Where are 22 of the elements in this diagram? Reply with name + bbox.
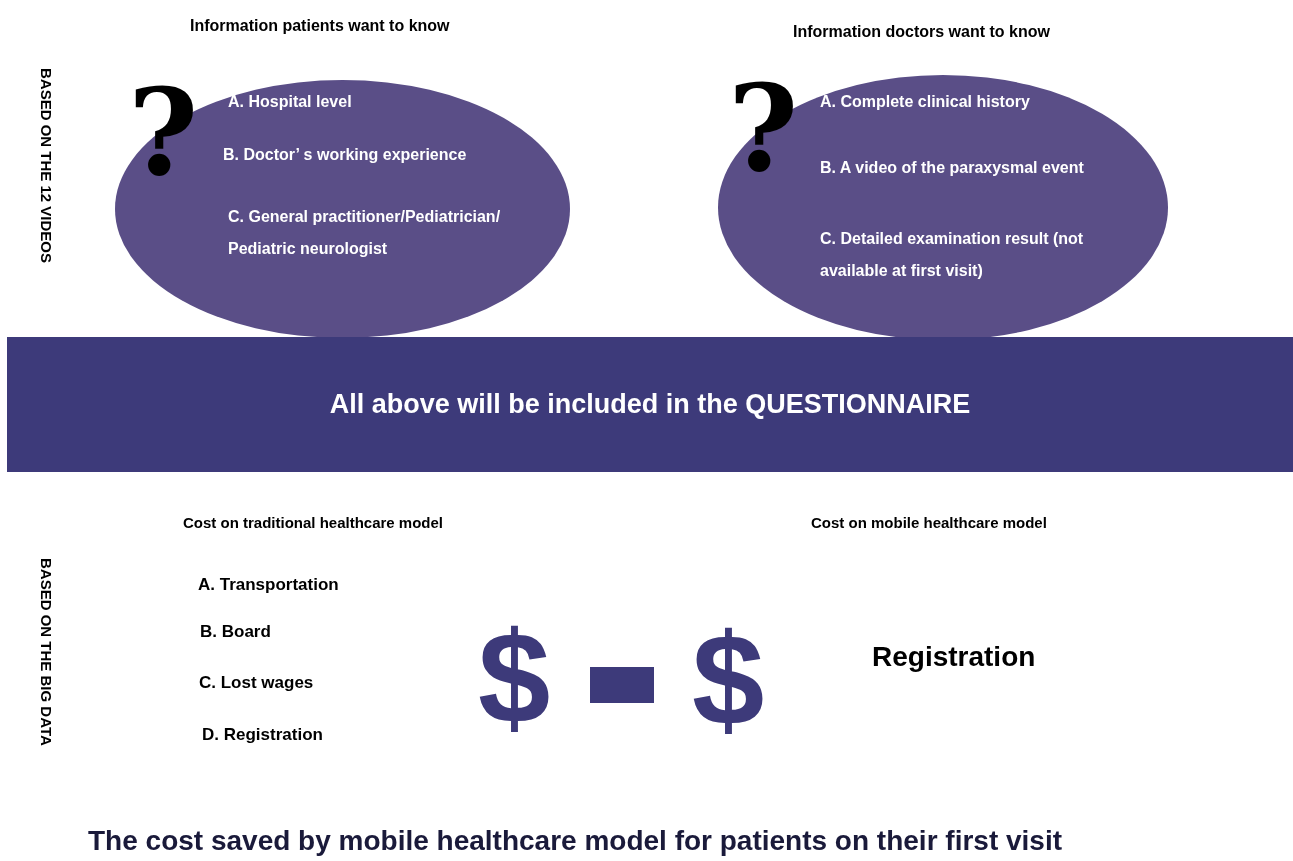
- dollar-sign: $: [478, 612, 551, 742]
- list-item: B. A video of the paraxysmal event: [820, 158, 1084, 178]
- section-heading: Cost on mobile healthcare model: [811, 513, 1047, 533]
- oval-heading: Information doctors want to know: [793, 22, 1050, 42]
- side-label: BASED ON THE 12 VIDEOS: [36, 68, 56, 264]
- list-item: B. Doctor’ s working experience: [223, 145, 467, 165]
- cost-item: A. Transportation: [198, 574, 339, 596]
- list-item: C. General practitioner/Pediatrician/ Pediatric neurologist: [228, 207, 502, 259]
- list-item: A. Hospital level: [228, 92, 352, 112]
- cost-item: B. Board: [200, 621, 271, 643]
- side-label: BASED ON THE BIG DATA: [36, 558, 56, 746]
- cost-item: C. Lost wages: [199, 672, 314, 694]
- cost-item: Registration: [872, 640, 1036, 674]
- oval-heading: Information patients want to know: [190, 16, 450, 36]
- section-heading: Cost on traditional healthcare model: [183, 513, 444, 533]
- list-item: A. Complete clinical history: [820, 92, 1030, 112]
- list-item: C. Detailed examination result (not available at first visit): [820, 229, 1085, 281]
- cost-item: D. Registration: [202, 724, 323, 746]
- dollar-sign: $: [692, 614, 765, 744]
- banner-band: [7, 337, 1293, 472]
- banner-text: All above will be included in the QUESTIONNAIRE: [329, 388, 971, 422]
- caption: The cost saved by mobile healthcare model for patients on their first visit: [88, 824, 1062, 858]
